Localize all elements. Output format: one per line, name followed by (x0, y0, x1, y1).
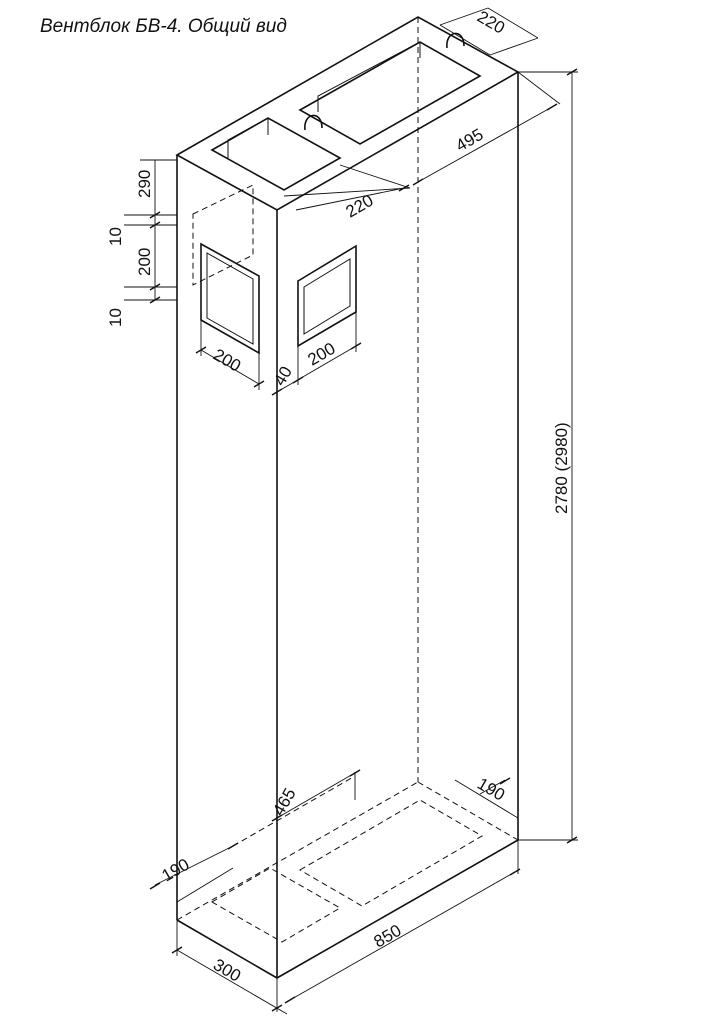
dim-bottom-465: 465 (269, 769, 361, 978)
lifting-loop-icon (304, 114, 323, 131)
dim-front-channel: 220 (283, 164, 411, 222)
small-channel-inner (227, 117, 269, 158)
large-channel-opening (298, 41, 482, 145)
dim-top-width: 495 (412, 71, 561, 186)
bottom-front-edge (276, 839, 519, 979)
small-channel-opening (210, 117, 342, 191)
left-face-window (200, 242, 260, 355)
dim-label: 200 (305, 339, 339, 370)
dim-label: 495 (453, 125, 487, 156)
dim-label: 850 (371, 921, 405, 952)
dim-label: 220 (343, 191, 377, 222)
dim-height: 2780 (2980) (518, 68, 578, 844)
large-channel-inner (317, 41, 421, 112)
dim-label: 40 (270, 363, 296, 389)
dim-label: 200 (135, 248, 154, 276)
bottom-left-edge (176, 919, 278, 979)
dim-left-vertical: 290 10 200 10 (106, 159, 177, 327)
dim-bottom-850: 850 (276, 840, 521, 1012)
bottom-hidden-channels (211, 775, 483, 943)
dim-top-depth: 220 (439, 7, 539, 56)
drawing-title: Вентблок БВ-4. Общий вид (40, 16, 287, 37)
dim-label: 10 (106, 227, 125, 246)
dim-label: 10 (106, 308, 125, 327)
top-face-outline (175, 16, 520, 211)
dim-label: 200 (210, 345, 244, 376)
top-channels (210, 41, 482, 191)
dim-label: 290 (135, 170, 154, 198)
block-outline (175, 16, 520, 979)
dim-label: 300 (210, 955, 244, 986)
dim-label: 465 (269, 785, 300, 819)
hidden-window (192, 184, 254, 286)
dim-bottom-190-right: 190 (454, 774, 519, 819)
dim-label: 190 (474, 774, 508, 805)
hidden-bottom-back-edge (176, 781, 419, 921)
front-face-window (297, 244, 357, 348)
dim-bottom-300: 300 (171, 920, 288, 1015)
dim-label: 2780 (2980) (552, 422, 571, 514)
